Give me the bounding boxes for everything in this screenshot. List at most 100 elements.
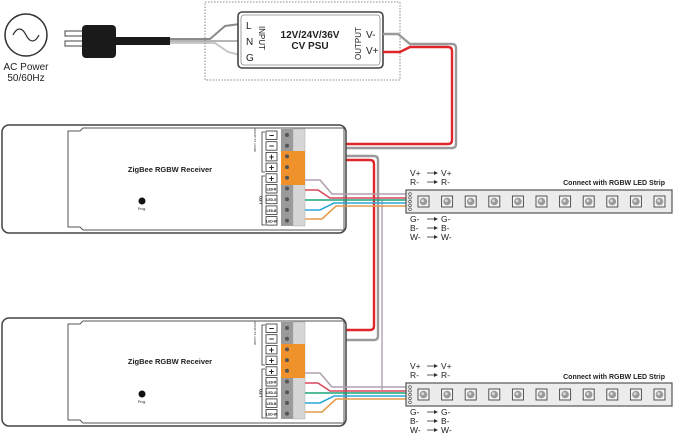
- terminal-4[interactable]: +: [265, 356, 289, 366]
- terminal-6[interactable]: LED-R: [265, 184, 289, 194]
- terminal-label-box: [265, 130, 278, 140]
- terminal-7[interactable]: LED-G: [265, 387, 289, 398]
- receiver-2-output-wires: [305, 372, 406, 413]
- output-bracket: [261, 175, 265, 226]
- pin-to: G-: [441, 407, 451, 417]
- terminal-screw[interactable]: [285, 207, 289, 212]
- led-chip: [559, 388, 572, 401]
- receiver-2-prog-label: Prog.: [138, 400, 146, 404]
- terminal-6[interactable]: LED-R: [265, 377, 289, 387]
- receiver-2-led-group-label: LED: [258, 389, 263, 397]
- receiver-2-prog-button[interactable]: [138, 390, 146, 398]
- terminal-label: LED-R: [267, 188, 277, 192]
- psu-output-label: OUTPUT: [354, 27, 363, 60]
- led-strip-2: Connect with RGBW LED Strip V+V+R-R-G-G-…: [405, 361, 673, 434]
- terminal-9[interactable]: LED-W: [265, 216, 289, 226]
- ac-sine-icon: [4, 13, 48, 57]
- receiver-2-input-group-label: INPUT 12-36VDC: [253, 320, 257, 345]
- input-bracket: [261, 324, 265, 366]
- pin-from: G-: [410, 214, 420, 224]
- terminal-9[interactable]: LED-W: [265, 409, 289, 419]
- terminal-label-box: [265, 173, 278, 183]
- led-chip: [606, 195, 619, 208]
- terminal-label-box: [265, 323, 278, 333]
- arrow-head-icon: [434, 235, 438, 239]
- receiver-1: ZigBee RGBW Receiver Prog. INPUT 12-36VD…: [1, 124, 406, 234]
- pin-to: V+: [441, 168, 452, 178]
- terminal-screw[interactable]: [285, 368, 289, 373]
- terminal-screw[interactable]: [285, 400, 289, 405]
- terminal-label-box: [265, 409, 278, 419]
- terminal-screw[interactable]: [285, 186, 289, 191]
- terminal-label: +: [269, 173, 274, 183]
- terminal-8[interactable]: LED-B: [265, 398, 289, 408]
- terminal-2[interactable]: −: [265, 141, 289, 151]
- led-chip: [511, 388, 524, 401]
- terminal-label-box: [265, 184, 278, 194]
- terminal-screw[interactable]: [285, 133, 289, 137]
- strip-pad: [408, 393, 412, 397]
- terminal-label: LED-B: [267, 402, 277, 406]
- terminal-screw[interactable]: [285, 154, 289, 159]
- receiver-1-input-group-label: INPUT 12-36VDC: [253, 127, 257, 152]
- pin-mapping-row: W-W-: [410, 232, 452, 242]
- terminal-8[interactable]: LED-B: [265, 205, 289, 215]
- terminal-screw[interactable]: [285, 143, 289, 148]
- arrow-head-icon: [434, 428, 438, 432]
- strip-pad: [408, 207, 412, 211]
- led-chip: [417, 195, 430, 208]
- psu-terminal-n: N: [246, 37, 253, 48]
- terminal-label: +: [269, 366, 274, 376]
- terminal-screw[interactable]: [285, 197, 289, 202]
- terminal-3[interactable]: +: [265, 152, 289, 162]
- terminal-screw[interactable]: [285, 390, 289, 395]
- terminal-screw[interactable]: [285, 411, 289, 416]
- led-chip: [441, 195, 454, 208]
- terminal-label: LED-B: [267, 209, 277, 213]
- pin-from: B-: [410, 416, 419, 426]
- power-plug: [64, 25, 170, 58]
- terminal-1[interactable]: −: [265, 130, 289, 141]
- led-chip: [441, 388, 454, 401]
- terminal-1[interactable]: −: [265, 323, 289, 334]
- terminal-label-box: [265, 366, 278, 376]
- psu-title-voltage: 12V/24V/36V: [281, 30, 340, 41]
- terminal-screw[interactable]: [285, 358, 289, 363]
- led-chip: [464, 195, 477, 208]
- terminal-label: +: [269, 152, 274, 162]
- led-chip: [629, 195, 642, 208]
- receiver-2-terminal-block: [281, 321, 306, 420]
- terminal-7[interactable]: LED-G: [265, 194, 289, 205]
- terminal-screw[interactable]: [285, 347, 289, 352]
- terminal-2[interactable]: −: [265, 334, 289, 344]
- pin-from: W-: [410, 232, 421, 242]
- strip-1-title: Connect with RGBW LED Strip: [563, 180, 665, 187]
- output-bracket: [261, 368, 265, 419]
- terminal-screw[interactable]: [285, 165, 289, 170]
- terminal-screw[interactable]: [285, 175, 289, 180]
- led-chip: [488, 388, 501, 401]
- terminal-screw[interactable]: [285, 218, 289, 223]
- led-chip: [582, 195, 595, 208]
- supply-bus-wires: [300, 32, 458, 390]
- psu-terminal-vminus: V-: [366, 30, 375, 41]
- sine-wave: [12, 28, 40, 42]
- receiver-1-prog-button[interactable]: [138, 197, 146, 205]
- terminal-5[interactable]: +: [265, 173, 289, 183]
- psu-input-label: INPUT: [257, 26, 266, 50]
- terminal-3[interactable]: +: [265, 345, 289, 355]
- terminal-screw[interactable]: [285, 379, 289, 384]
- terminal-5[interactable]: +: [265, 366, 289, 376]
- pin-from: R-: [410, 370, 419, 380]
- arrow-head-icon: [434, 373, 438, 377]
- pin-to: W-: [441, 425, 452, 434]
- led-chip: [535, 195, 548, 208]
- terminal-screw[interactable]: [285, 336, 289, 341]
- led-chip: [488, 195, 501, 208]
- led-chip: [417, 388, 430, 401]
- strip-pad: [408, 389, 412, 393]
- pin-from: W-: [410, 425, 421, 434]
- terminal-screw[interactable]: [285, 326, 289, 330]
- terminal-4[interactable]: +: [265, 163, 289, 173]
- pin-mapping-row: R-R-: [410, 370, 450, 380]
